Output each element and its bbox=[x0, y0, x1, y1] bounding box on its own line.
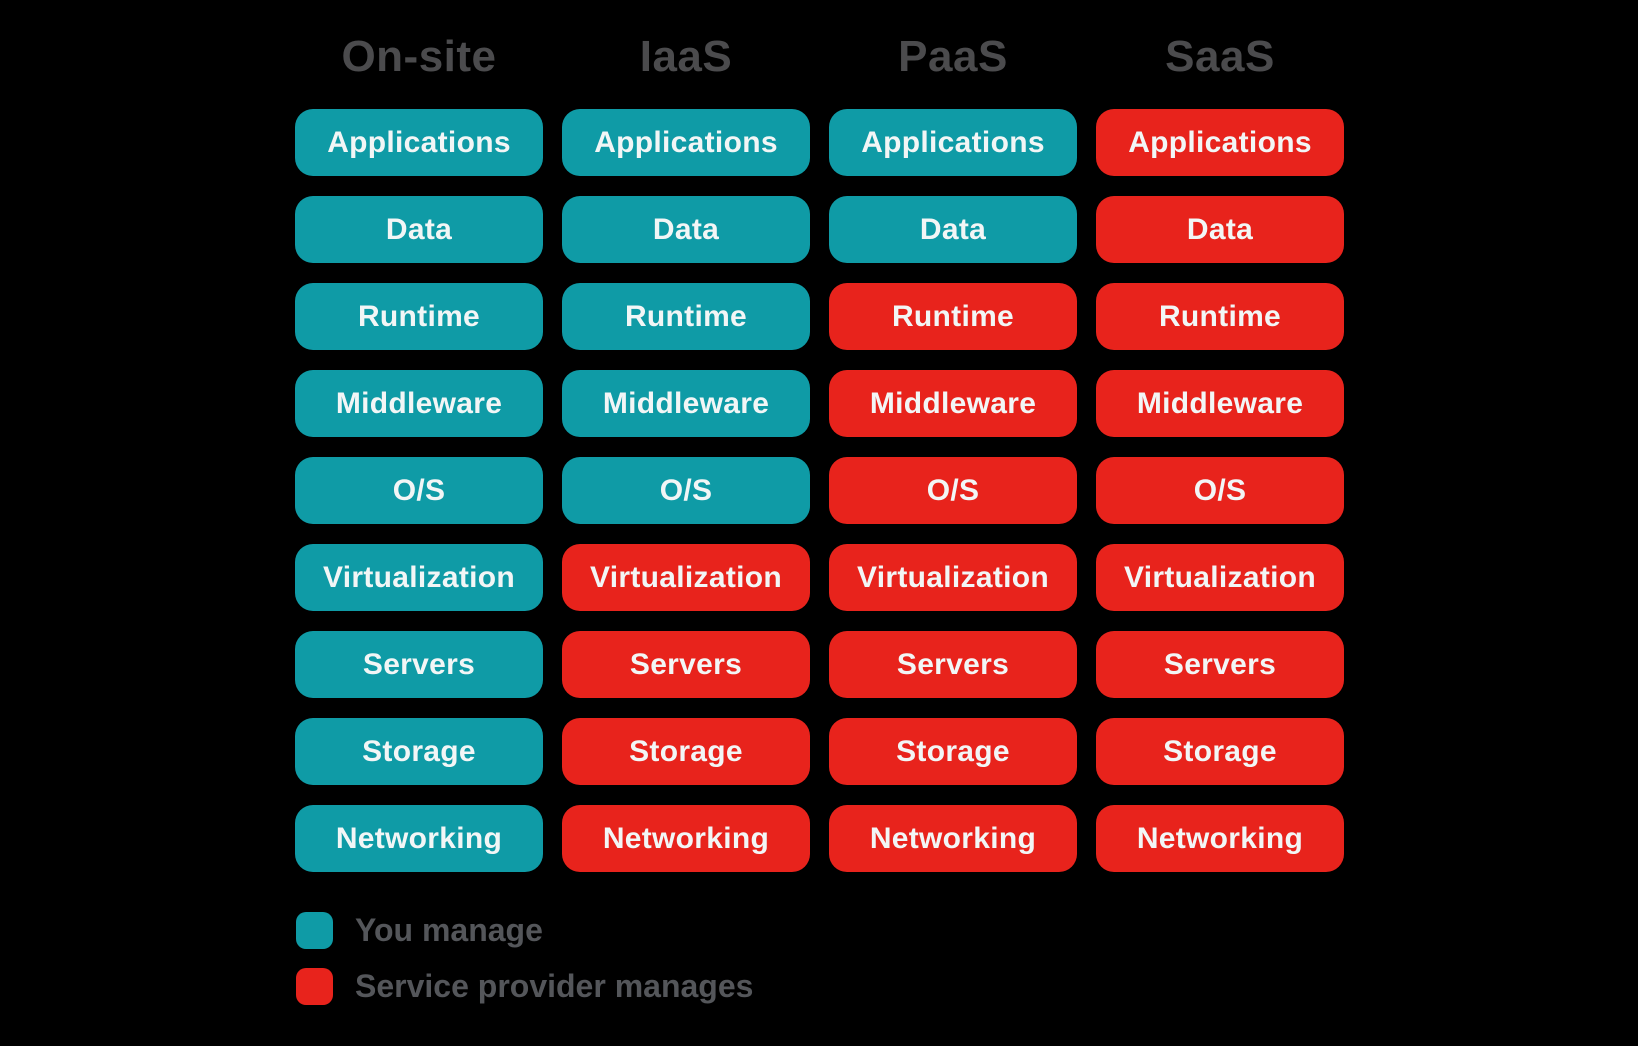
cell-on-site-runtime: Runtime bbox=[295, 283, 543, 350]
cell-paas-middleware: Middleware bbox=[829, 370, 1077, 437]
legend-row-service-provider-manages: Service provider manages bbox=[296, 968, 753, 1005]
legend-swatch-service-provider-manages-icon bbox=[296, 968, 333, 1005]
cell-saas-data: Data bbox=[1096, 196, 1344, 263]
cell-paas-servers: Servers bbox=[829, 631, 1077, 698]
cell-saas-networking: Networking bbox=[1096, 805, 1344, 872]
cell-saas-runtime: Runtime bbox=[1096, 283, 1344, 350]
column-header-on-site: On-site bbox=[341, 32, 497, 81]
legend-label-service-provider-manages: Service provider manages bbox=[355, 968, 754, 1004]
cell-saas-applications: Applications bbox=[1096, 109, 1344, 176]
cell-iaas-virtualization: Virtualization bbox=[562, 544, 810, 611]
cell-saas-virtualization: Virtualization bbox=[1096, 544, 1344, 611]
cell-iaas-servers: Servers bbox=[562, 631, 810, 698]
cell-saas-servers: Servers bbox=[1096, 631, 1344, 698]
cell-paas-applications: Applications bbox=[829, 109, 1077, 176]
cell-iaas-networking: Networking bbox=[562, 805, 810, 872]
cell-on-site-virtualization: Virtualization bbox=[295, 544, 543, 611]
cell-iaas-applications: Applications bbox=[562, 109, 810, 176]
cell-iaas-o-s: O/S bbox=[562, 457, 810, 524]
cell-iaas-middleware: Middleware bbox=[562, 370, 810, 437]
cell-paas-data: Data bbox=[829, 196, 1077, 263]
cell-saas-o-s: O/S bbox=[1096, 457, 1344, 524]
cell-on-site-networking: Networking bbox=[295, 805, 543, 872]
column-header-paas: PaaS bbox=[898, 32, 1008, 81]
cell-paas-runtime: Runtime bbox=[829, 283, 1077, 350]
cell-iaas-data: Data bbox=[562, 196, 810, 263]
cell-saas-storage: Storage bbox=[1096, 718, 1344, 785]
cell-on-site-data: Data bbox=[295, 196, 543, 263]
cell-saas-middleware: Middleware bbox=[1096, 370, 1344, 437]
column-header-iaas: IaaS bbox=[639, 32, 733, 81]
cell-on-site-o-s: O/S bbox=[295, 457, 543, 524]
cell-paas-storage: Storage bbox=[829, 718, 1077, 785]
cell-on-site-applications: Applications bbox=[295, 109, 543, 176]
cell-paas-networking: Networking bbox=[829, 805, 1077, 872]
column-header-saas: SaaS bbox=[1165, 32, 1275, 81]
cell-paas-o-s: O/S bbox=[829, 457, 1077, 524]
legend-label-you-manage: You manage bbox=[355, 912, 543, 948]
cell-iaas-storage: Storage bbox=[562, 718, 810, 785]
cell-iaas-runtime: Runtime bbox=[562, 283, 810, 350]
cell-on-site-middleware: Middleware bbox=[295, 370, 543, 437]
cell-on-site-storage: Storage bbox=[295, 718, 543, 785]
cell-paas-virtualization: Virtualization bbox=[829, 544, 1077, 611]
legend-swatch-you-manage-icon bbox=[296, 912, 333, 949]
legend-row-you-manage: You manage bbox=[296, 912, 753, 949]
cell-on-site-servers: Servers bbox=[295, 631, 543, 698]
